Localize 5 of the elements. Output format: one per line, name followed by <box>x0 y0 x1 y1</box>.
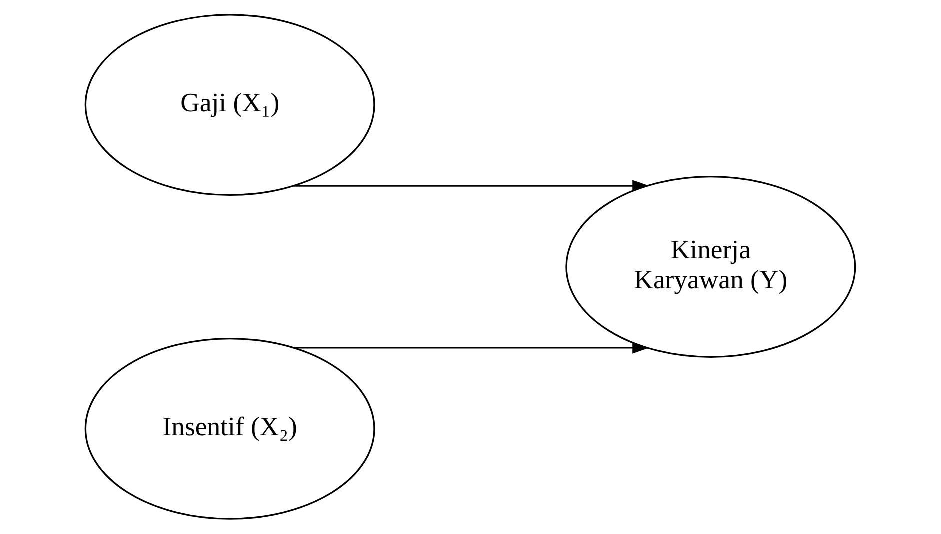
node-ellipse: Gaji (X₁) <box>84 14 376 196</box>
node-ellipse: Kinerja Karyawan (Y) <box>566 176 856 358</box>
node-ellipse: Insentif (X₂) <box>84 338 376 520</box>
arrow <box>294 180 650 192</box>
arrow <box>294 342 650 354</box>
